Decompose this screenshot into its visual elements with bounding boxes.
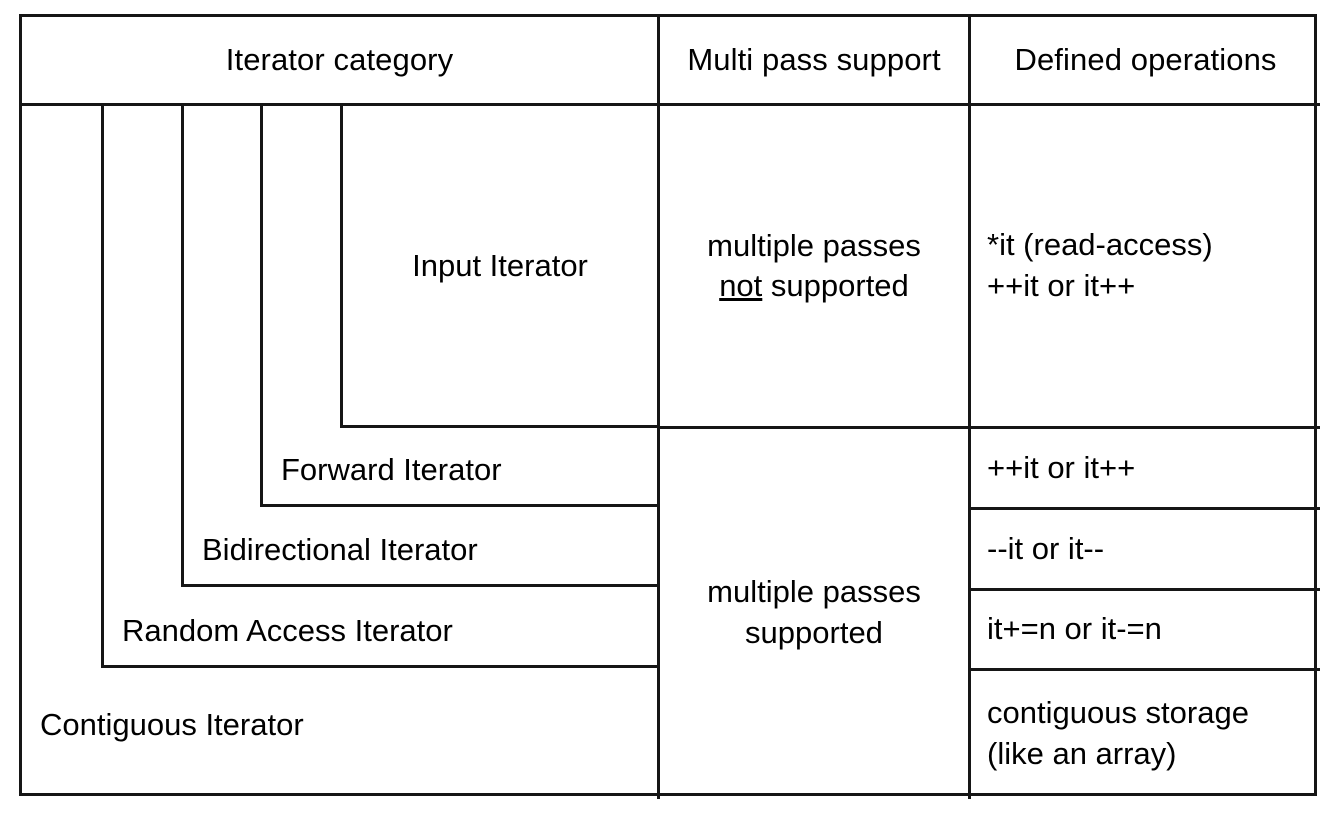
operations-cell-forward-iterator: ++it or it++	[971, 429, 1320, 507]
table-frame: Iterator category Multi pass support Def…	[19, 14, 1320, 799]
multipass-supported-line2: supported	[745, 614, 883, 650]
operations-input-line2: ++it or it++	[987, 268, 1136, 303]
multipass-row-divider	[660, 426, 968, 429]
multipass-supported-line1: multiple passes	[707, 574, 921, 610]
operations-cell-input-iterator: *it (read-access) ++it or it++	[971, 106, 1320, 426]
multipass-cell-not-supported: multiple passes not supported	[660, 106, 968, 426]
multipass-not-supported-line2-suffix: supported	[762, 268, 909, 303]
header-rule	[22, 103, 1320, 106]
multipass-not-supported-line1: multiple passes	[707, 227, 921, 263]
header-defined-operations: Defined operations	[1014, 42, 1277, 77]
category-label-contiguous-iterator: Contiguous Iterator	[40, 707, 304, 742]
operations-row-divider-1	[971, 426, 1320, 429]
header-iterator-category: Iterator category	[225, 42, 454, 77]
header-multi-pass-support: Multi pass support	[687, 42, 941, 77]
operations-row-divider-2	[971, 507, 1320, 510]
operations-contiguous-line2: (like an array)	[987, 735, 1177, 771]
operations-row-divider-3	[971, 588, 1320, 591]
operations-random-access-line1: it+=n or it-=n	[987, 611, 1162, 647]
category-label-random-access-iterator: Random Access Iterator	[122, 613, 453, 648]
multipass-not-keyword: not	[719, 268, 763, 303]
operations-cell-bidirectional-iterator: --it or it--	[971, 510, 1320, 588]
operations-input-line1: *it (read-access)	[987, 227, 1213, 263]
operations-forward-line1: ++it or it++	[987, 449, 1136, 485]
category-label-bidirectional-iterator: Bidirectional Iterator	[202, 532, 478, 567]
operations-row-divider-4	[971, 668, 1320, 671]
operations-contiguous-line1: contiguous storage	[987, 694, 1249, 730]
category-box-input-iterator: Input Iterator	[340, 106, 660, 428]
category-label-forward-iterator: Forward Iterator	[281, 452, 502, 487]
operations-bidirectional-line1: --it or it--	[987, 530, 1105, 566]
category-label-input-iterator: Input Iterator	[412, 247, 588, 283]
operations-cell-contiguous-iterator: contiguous storage (like an array)	[971, 671, 1320, 796]
multipass-cell-supported: multiple passes supported	[660, 429, 968, 796]
operations-cell-random-access-iterator: it+=n or it-=n	[971, 591, 1320, 668]
column-divider-multipass-operations	[968, 17, 971, 799]
